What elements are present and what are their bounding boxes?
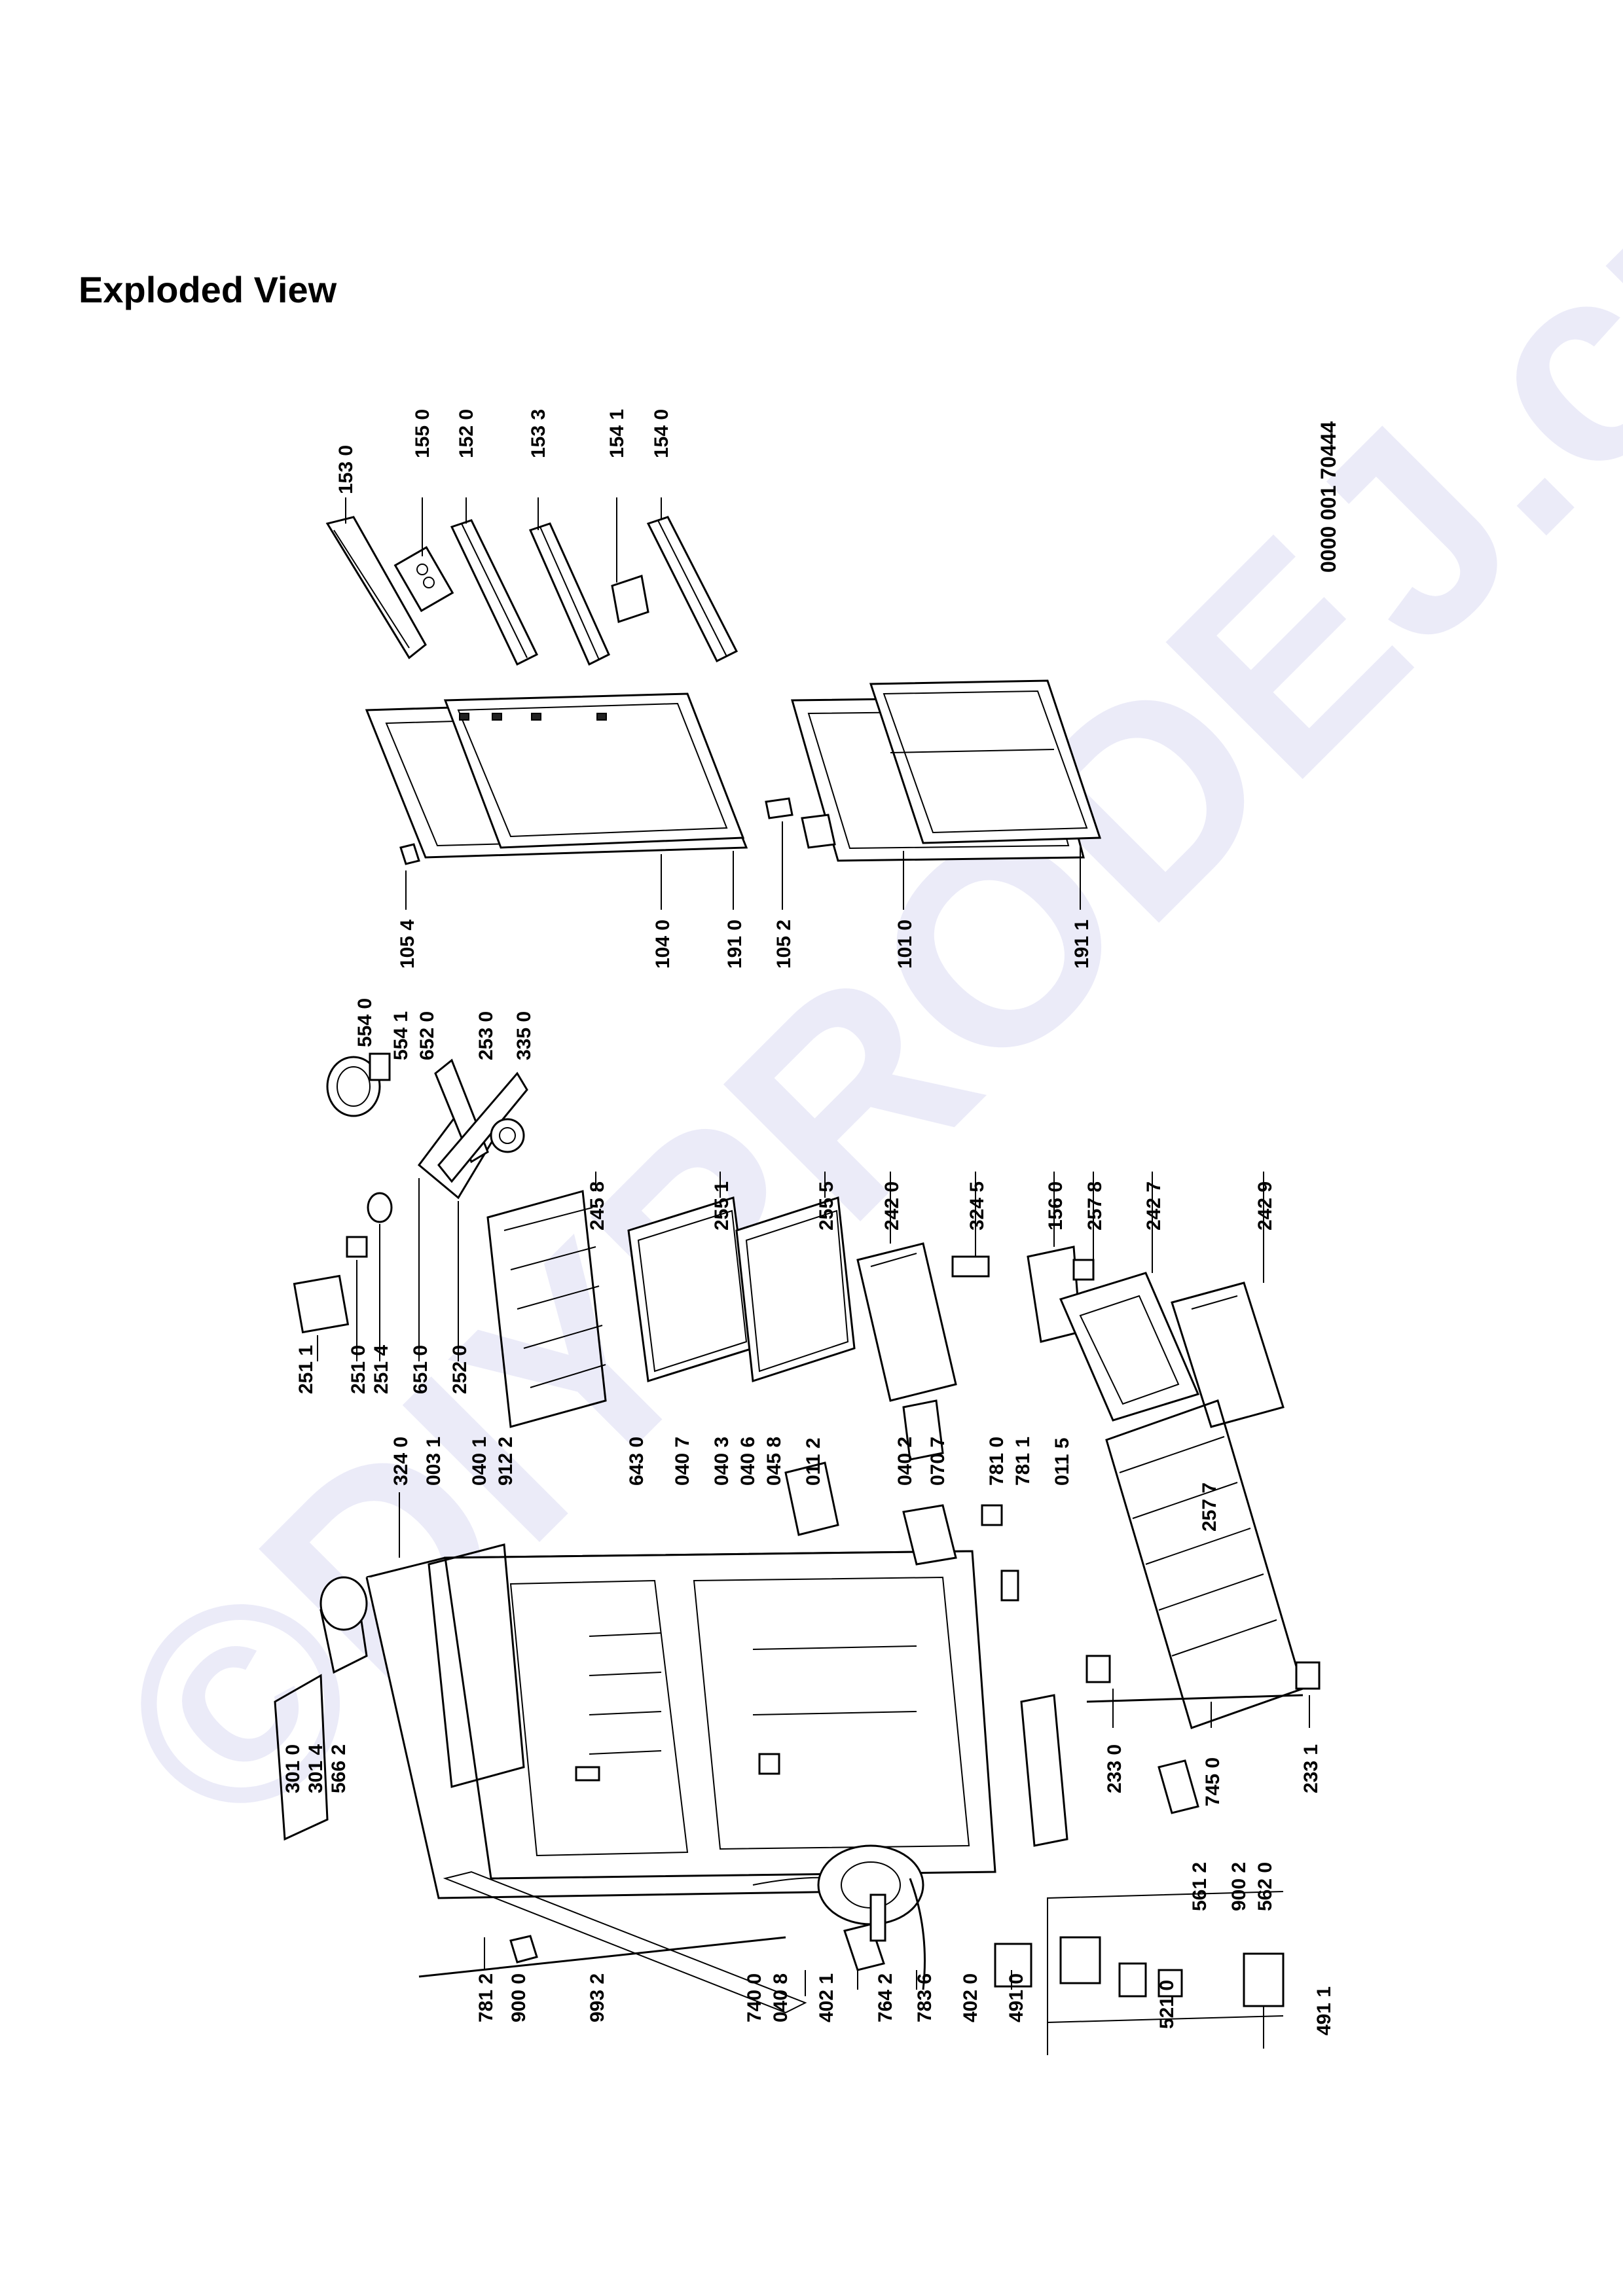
- part-label: 566 2: [328, 1744, 350, 1793]
- part-label: 745 0: [1202, 1757, 1224, 1806]
- part-label: 233 0: [1104, 1744, 1125, 1793]
- part-label: 251 0: [348, 1345, 369, 1394]
- part-label: 255 1: [711, 1181, 733, 1230]
- part-label: 242 0: [881, 1181, 903, 1230]
- part-label: 251 1: [295, 1345, 317, 1394]
- part-label: 155 0: [412, 409, 433, 458]
- part-labels: 153 0 155 0 152 0 153 3 154 1 154 0 105 …: [282, 409, 1340, 2036]
- part-label: 011 5: [1051, 1438, 1073, 1486]
- part-label: 040 8: [770, 1973, 792, 2022]
- part-label: 255 5: [816, 1181, 837, 1230]
- drawing-code: 0000 001 70444: [1317, 421, 1340, 573]
- part-label: 040 6: [737, 1437, 759, 1486]
- part-label: 335 0: [513, 1011, 535, 1060]
- cabinet-body: [365, 1543, 996, 1971]
- upper-door-group: [365, 692, 748, 865]
- control-panel-group: [293, 1052, 528, 1334]
- part-label: 491 1: [1313, 1986, 1335, 2036]
- part-label: 153 3: [528, 409, 549, 458]
- part-label: 242 7: [1143, 1181, 1165, 1230]
- part-label: 040 2: [894, 1437, 916, 1486]
- part-label: 993 2: [587, 1973, 608, 2022]
- page-title: Exploded View: [79, 269, 337, 310]
- part-label: 764 2: [875, 1973, 896, 2022]
- part-label: 562 0: [1254, 1862, 1276, 1911]
- part-label: 781 0: [986, 1437, 1008, 1486]
- part-label: 554 1: [390, 1011, 412, 1060]
- part-label: 257 7: [1199, 1482, 1220, 1532]
- part-label: 245 8: [587, 1181, 608, 1230]
- part-label: 324 5: [966, 1181, 988, 1230]
- door-bins-group: [325, 516, 739, 666]
- part-label: 154 0: [651, 409, 672, 458]
- part-label: 491 0: [1006, 1973, 1027, 2022]
- shelves-group: [486, 1190, 1285, 1428]
- part-label: 912 2: [495, 1437, 517, 1486]
- part-label: 105 2: [773, 920, 795, 969]
- part-label: 045 8: [763, 1437, 785, 1486]
- part-label: 651 0: [410, 1345, 431, 1394]
- part-label: 156 0: [1045, 1181, 1067, 1230]
- part-label: 402 0: [960, 1973, 981, 2022]
- right-lower-components: [784, 1399, 1199, 1847]
- part-label: 040 7: [672, 1437, 693, 1486]
- part-label: 561 2: [1189, 1862, 1211, 1911]
- part-label: 324 0: [390, 1437, 412, 1486]
- part-label: 154 1: [606, 409, 628, 458]
- part-label: 257 8: [1084, 1181, 1106, 1230]
- part-label: 643 0: [626, 1437, 647, 1486]
- part-label: 301 4: [305, 1744, 327, 1793]
- part-label: 252 0: [449, 1345, 471, 1394]
- lower-door-group: [765, 679, 1102, 862]
- part-label: 301 0: [282, 1744, 304, 1793]
- part-label: 040 1: [469, 1437, 490, 1486]
- part-label: 070 7: [927, 1437, 949, 1486]
- part-label: 152 0: [456, 409, 477, 458]
- part-label: 242 9: [1254, 1181, 1276, 1230]
- part-label: 900 0: [508, 1973, 530, 2022]
- leader-lines: [317, 497, 1310, 2055]
- part-label: 191 1: [1071, 920, 1093, 969]
- part-label: 652 0: [416, 1011, 438, 1060]
- part-label: 740 0: [744, 1973, 765, 2022]
- part-label: 253 0: [475, 1011, 497, 1060]
- part-label: 003 1: [423, 1437, 445, 1486]
- part-label: 153 0: [335, 445, 357, 494]
- part-label: 191 0: [724, 920, 746, 969]
- part-label: 251 4: [371, 1345, 392, 1394]
- part-label: 104 0: [652, 920, 674, 969]
- part-label: 783 6: [914, 1973, 936, 2022]
- part-label: 040 3: [711, 1437, 733, 1486]
- part-label: 781 2: [475, 1973, 497, 2022]
- left-side-parts: [274, 1576, 807, 2014]
- base-racks-group: [1085, 1399, 1321, 1729]
- part-label: 554 0: [354, 998, 376, 1047]
- part-label: 402 1: [816, 1973, 837, 2022]
- part-label: 105 4: [397, 920, 418, 969]
- part-label: 011 2: [803, 1438, 824, 1486]
- part-label: 233 1: [1300, 1744, 1322, 1793]
- part-label: 781 1: [1012, 1437, 1034, 1486]
- part-label: 900 2: [1228, 1862, 1250, 1911]
- part-label: 521 0: [1156, 1980, 1178, 2029]
- part-label: 101 0: [894, 920, 916, 969]
